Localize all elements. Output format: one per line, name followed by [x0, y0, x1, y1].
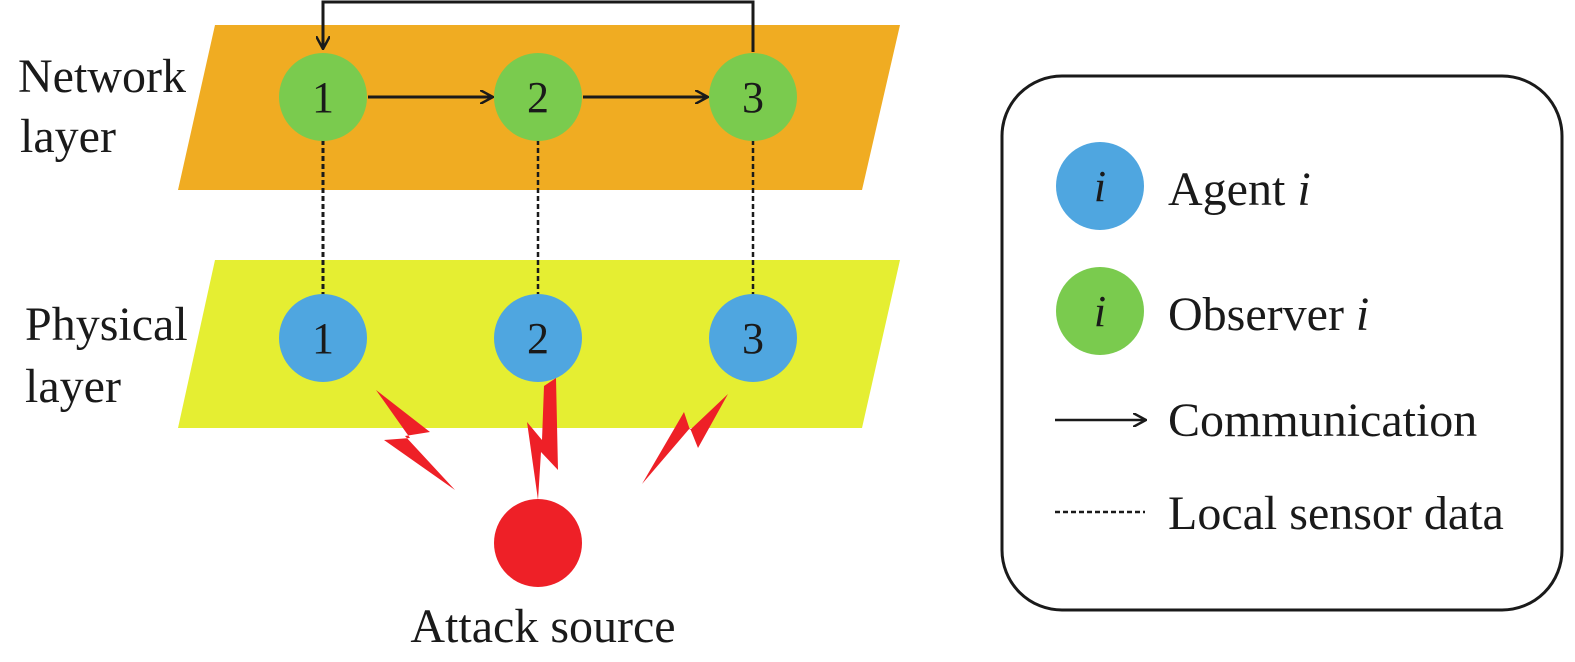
legend-sensor-text: Local sensor data	[1168, 487, 1504, 540]
attack-bolt-right-icon	[642, 394, 728, 484]
agent-node-3-label: 3	[742, 314, 764, 363]
attack-bolt-middle-icon	[527, 378, 558, 500]
physical-layer-label-line2: layer	[25, 360, 121, 413]
agent-node-2	[494, 294, 582, 382]
physical-layer-label-line1: Physical	[25, 298, 188, 351]
legend-agent-text: Agent i	[1168, 163, 1311, 216]
observer-node-1-label: 1	[312, 73, 334, 122]
legend-observer-icon	[1056, 267, 1144, 355]
observer-node-3	[709, 53, 797, 141]
legend-observer-text: Observer i	[1168, 288, 1369, 341]
agent-node-1-label: 1	[312, 314, 334, 363]
network-layer-label-line2: layer	[20, 110, 116, 163]
observer-node-2-label: 2	[527, 73, 549, 122]
agent-node-1	[279, 294, 367, 382]
attack-source-node	[494, 499, 582, 587]
legend-box	[1000, 74, 1564, 612]
network-layer-label-line1: Network	[18, 50, 186, 103]
agent-node-3	[709, 294, 797, 382]
observer-node-2	[494, 53, 582, 141]
legend-observer-symbol: i	[1094, 287, 1106, 336]
observer-node-1	[279, 53, 367, 141]
communication-arrow-3-to-1	[323, 0, 755, 52]
legend-agent-symbol: i	[1094, 162, 1106, 211]
observer-node-3-label: 3	[742, 73, 764, 122]
legend-communication-text: Communication	[1168, 394, 1477, 447]
attack-source-label: Attack source	[410, 600, 675, 653]
attack-bolt-left-icon	[376, 390, 455, 490]
legend-agent-icon	[1056, 142, 1144, 230]
agent-node-2-label: 2	[527, 314, 549, 363]
